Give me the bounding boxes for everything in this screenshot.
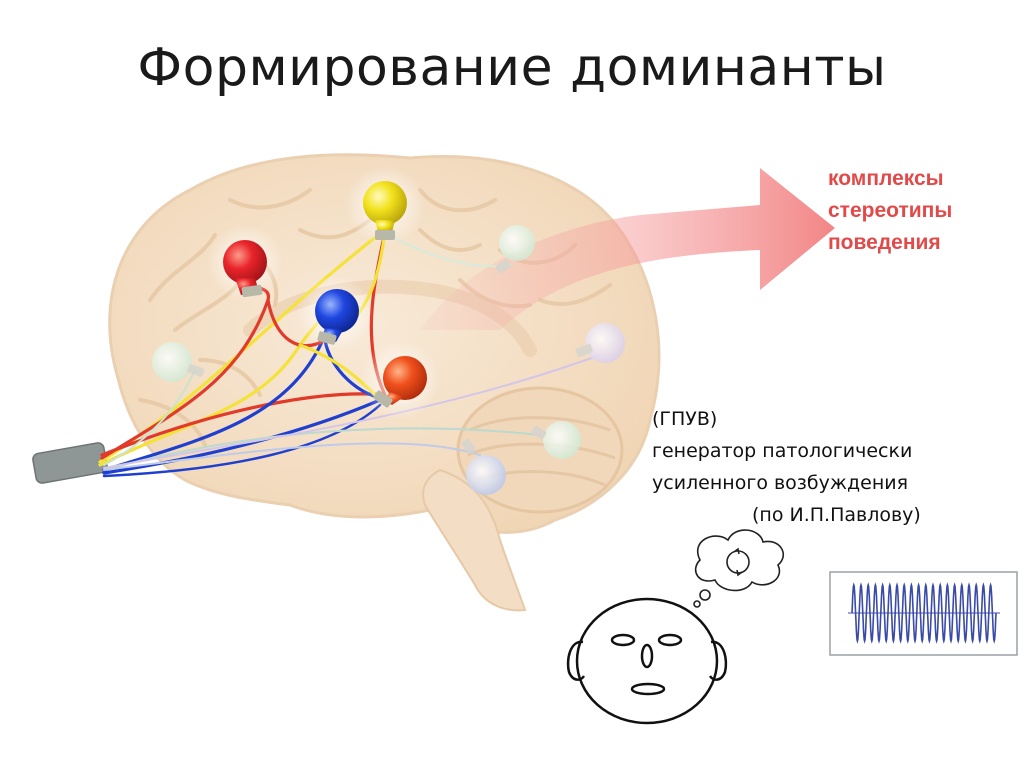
oscillogram-icon	[829, 571, 1018, 656]
behavior-label-line: стереотипы	[828, 199, 953, 222]
behavior-label: комплексы стереотипы поведения	[828, 163, 952, 259]
light-bulb-icon	[461, 438, 506, 495]
light-bulb-icon	[152, 342, 205, 382]
light-bulb-icon	[363, 181, 407, 240]
light-bulb-icon	[495, 225, 535, 274]
behavior-label-line: комплексы	[828, 167, 944, 190]
output-arrow	[420, 168, 835, 330]
light-bulb-icon	[575, 323, 625, 363]
gpuv-caption: (ГПУВ) генератор патологически усиленног…	[652, 403, 921, 531]
slide-title: Формирование доминанты	[137, 38, 887, 98]
light-bulb-icon	[223, 240, 267, 298]
gpuv-definition-line: генератор патологически	[652, 440, 913, 462]
behavior-label-line: поведения	[828, 231, 941, 254]
cable-icon	[32, 442, 108, 484]
light-bulb-icon	[373, 356, 427, 408]
light-bulb-icon	[531, 421, 581, 459]
light-bulb-icon	[315, 289, 359, 345]
thought-cloud-icon	[693, 529, 784, 608]
gpuv-definition-line: усиленного возбуждения	[652, 472, 909, 494]
gpuv-abbr: (ГПУВ)	[652, 408, 718, 430]
face-icon	[566, 597, 728, 725]
brainstem	[422, 468, 527, 612]
gpuv-source: (по И.П.Павлову)	[752, 504, 921, 526]
